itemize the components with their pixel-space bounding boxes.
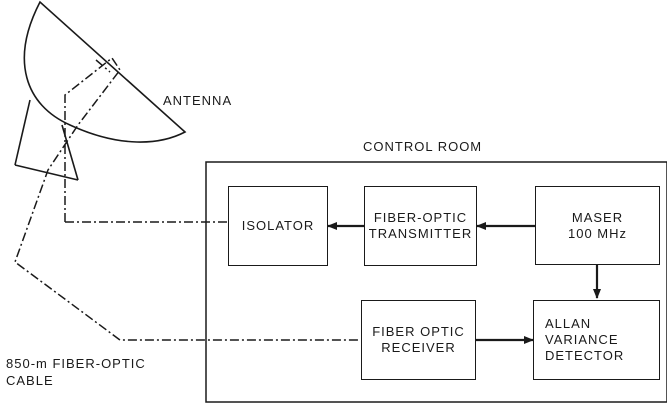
allan-label-line3: DETECTOR — [545, 348, 625, 363]
transmitter-label-line1: FIBER-OPTIC — [373, 210, 468, 225]
allan-variance-block: ALLAN VARIANCE DETECTOR — [533, 300, 660, 380]
allan-label-line1: ALLAN — [545, 316, 592, 331]
isolator-label: ISOLATOR — [241, 218, 315, 233]
antenna-fiber-path — [14, 56, 360, 341]
receiver-label-line2: RECEIVER — [381, 340, 456, 355]
antenna-mount-left — [14, 99, 31, 166]
control-room-boundary — [205, 161, 667, 403]
control-room-label: CONTROL ROOM — [363, 139, 483, 154]
antenna-label: ANTENNA — [163, 93, 233, 108]
antenna-dish — [23, 0, 187, 143]
maser-block: MASER 100 MHz — [535, 186, 660, 265]
antenna-icon — [14, 0, 187, 181]
cable-label-line1: 850-m FIBER-OPTIC — [6, 356, 146, 371]
isolator-block: ISOLATOR — [228, 186, 328, 266]
transmitter-block: FIBER-OPTIC TRANSMITTER — [364, 186, 477, 266]
receiver-label-line1: FIBER OPTIC — [372, 324, 465, 339]
cable-label-line2: CABLE — [6, 373, 54, 388]
allan-label-line2: VARIANCE — [545, 332, 619, 347]
transmitter-label-line2: TRANSMITTER — [368, 226, 473, 241]
maser-label-line1: MASER — [571, 209, 624, 225]
maser-label-line2: 100 MHz — [567, 225, 628, 241]
receiver-block: FIBER OPTIC RECEIVER — [361, 300, 476, 380]
